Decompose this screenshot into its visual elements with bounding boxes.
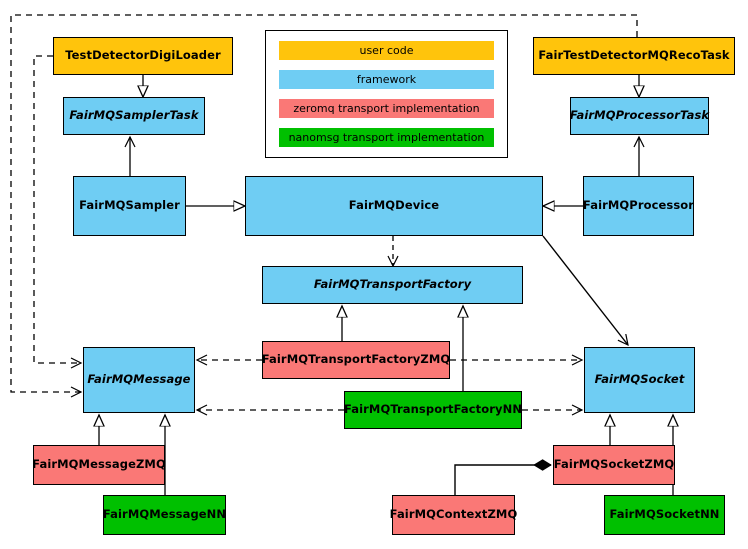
class-node-fairmqsocketnn[interactable]: FairMQSocketNN: [604, 495, 725, 535]
class-node-fairmqsamplertask[interactable]: FairMQSamplerTask: [63, 97, 205, 135]
class-node-fairmqtransportfactoryzmq[interactable]: FairMQTransportFactoryZMQ: [262, 341, 450, 379]
class-node-fairmqmessage[interactable]: FairMQMessage: [83, 347, 195, 413]
edge-device-socket: [542, 235, 628, 345]
legend-item-nanomsg: nanomsg transport implementation: [279, 128, 494, 147]
legend: user code framework zeromq transport imp…: [265, 30, 508, 158]
legend-item-user-code: user code: [279, 41, 494, 60]
class-node-fairmqsampler[interactable]: FairMQSampler: [73, 176, 186, 236]
class-node-fairmqmessagezmq[interactable]: FairMQMessageZMQ: [32, 445, 166, 485]
class-node-fairmqprocessortask[interactable]: FairMQProcessorTask: [570, 97, 709, 135]
class-node-fairmqtransportfactorynn[interactable]: FairMQTransportFactoryNN: [344, 391, 522, 429]
edge-recotask-message: [10, 14, 638, 392]
class-node-fairmqtransportfactory[interactable]: FairMQTransportFactory: [262, 266, 523, 304]
class-node-fairmqsocket[interactable]: FairMQSocket: [584, 347, 695, 413]
class-node-testdetectordigiloader[interactable]: TestDetectorDigiLoader: [53, 37, 233, 75]
class-node-fairmqcontextzmq[interactable]: FairMQContextZMQ: [390, 495, 517, 535]
edge-socketzmq-contextzmq: [454, 465, 551, 495]
legend-item-framework: framework: [279, 70, 494, 89]
legend-item-zeromq: zeromq transport implementation: [279, 99, 494, 118]
class-node-fairmqprocessor[interactable]: FairMQProcessor: [583, 176, 694, 236]
class-node-fairtestdetectormqrecotask[interactable]: FairTestDetectorMQRecoTask: [533, 37, 735, 75]
class-node-fairmqdevice[interactable]: FairMQDevice: [245, 176, 543, 236]
class-node-fairmqmessagenn[interactable]: FairMQMessageNN: [103, 495, 226, 535]
class-node-fairmqsocketzmq[interactable]: FairMQSocketZMQ: [553, 445, 675, 485]
